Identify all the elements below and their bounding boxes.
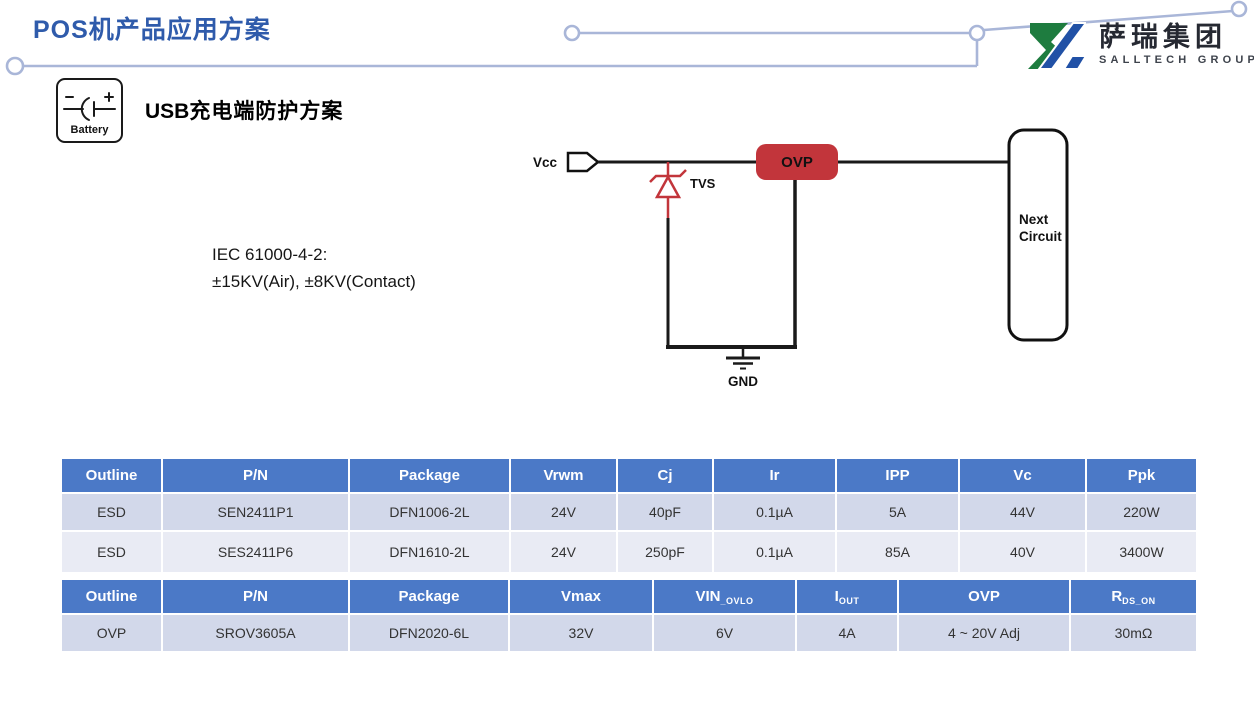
header-cell: Outline — [60, 457, 163, 494]
battery-label: Battery — [70, 124, 109, 136]
header-cell: VIN_OVLO — [652, 578, 797, 615]
cell: SES2411P6 — [161, 530, 350, 574]
cell: SEN2411P1 — [161, 492, 350, 532]
header-cell: Ir — [712, 457, 837, 494]
vcc-label: Vcc — [533, 155, 558, 170]
heading-prefix: USB — [145, 100, 190, 123]
ovp-part-table: Outline P/N Package Vmax VIN_OVLO IOUT O… — [60, 578, 1198, 653]
cell: 4A — [795, 613, 899, 653]
section-heading: USB充电端防护方案 — [145, 95, 343, 125]
ovp-block — [756, 144, 838, 180]
ovp-label: OVP — [781, 154, 813, 171]
cell: 40pF — [616, 492, 714, 532]
cell: 5A — [835, 492, 960, 532]
next-circuit-block — [1007, 128, 1069, 342]
decor-line — [5, 0, 1248, 76]
cell: 85A — [835, 530, 960, 574]
header-cell: Cj — [616, 457, 714, 494]
cell: SROV3605A — [161, 613, 350, 653]
cell: 4 ~ 20V Adj — [897, 613, 1071, 653]
header-cell: Vmax — [508, 578, 654, 615]
cell: 24V — [509, 492, 618, 532]
header-cell: P/N — [161, 457, 350, 494]
header-cell: OVP — [897, 578, 1071, 615]
cell: 24V — [509, 530, 618, 574]
gnd-label: GND — [728, 374, 758, 389]
header-cell: IOUT — [795, 578, 899, 615]
heading-rest: 充电端防护方案 — [189, 99, 344, 123]
cell: DFN1610-2L — [348, 530, 511, 574]
table-header-row: Outline P/N Package Vrwm Cj Ir IPP Vc Pp… — [60, 457, 1198, 494]
header-cell: RDS_ON — [1069, 578, 1198, 615]
cell: 30mΩ — [1069, 613, 1198, 653]
tvs-label: TVS — [690, 176, 716, 191]
logo-name-cn: 萨瑞集团 — [1099, 22, 1227, 52]
header-cell: Package — [348, 457, 511, 494]
table-row: OVP SROV3605A DFN2020-6L 32V 6V 4A 4 ~ 2… — [60, 613, 1198, 653]
cell: ESD — [60, 492, 163, 532]
next-circuit-label-1: Next — [1019, 212, 1049, 227]
cell: 250pF — [616, 530, 714, 574]
cell: 220W — [1085, 492, 1198, 532]
header-cell: Outline — [60, 578, 163, 615]
cell: ESD — [60, 530, 163, 574]
header-cell: IPP — [835, 457, 960, 494]
header-cell: P/N — [161, 578, 350, 615]
table-row: ESD SES2411P6 DFN1610-2L 24V 250pF 0.1µA… — [60, 530, 1198, 574]
iec-note: IEC 61000-4-2: ±15KV(Air), ±8KV(Contact) — [212, 241, 416, 295]
logo-name-en: SALLTECH GROUP — [1099, 54, 1254, 66]
header-cell: Vc — [958, 457, 1087, 494]
tvs-diode-icon — [649, 162, 687, 347]
vcc-connector-icon — [566, 151, 600, 173]
battery-symbol-icon — [63, 92, 116, 121]
cell: 32V — [508, 613, 654, 653]
circuit-schematic: Vcc TVS OVP GND Next Circuit — [533, 128, 1069, 389]
header-cell: Vrwm — [509, 457, 618, 494]
cell: OVP — [60, 613, 163, 653]
salltech-logo-icon — [1028, 22, 1086, 70]
esd-parts-table: Outline P/N Package Vrwm Cj Ir IPP Vc Pp… — [60, 457, 1198, 574]
battery-icon: Battery — [56, 78, 123, 143]
company-logo: 萨瑞集团 SALLTECH GROUP — [1020, 22, 1254, 70]
cell: 0.1µA — [712, 492, 837, 532]
cell: DFN1006-2L — [348, 492, 511, 532]
cell: DFN2020-6L — [348, 613, 510, 653]
cell: 3400W — [1085, 530, 1198, 574]
table-header-row: Outline P/N Package Vmax VIN_OVLO IOUT O… — [60, 578, 1198, 615]
iec-line1: IEC 61000-4-2: — [212, 245, 328, 264]
gnd-icon — [726, 347, 760, 370]
next-circuit-label-2: Circuit — [1019, 229, 1062, 244]
cell: 44V — [958, 492, 1087, 532]
cell: 0.1µA — [712, 530, 837, 574]
table-row: ESD SEN2411P1 DFN1006-2L 24V 40pF 0.1µA … — [60, 492, 1198, 532]
iec-line2: ±15KV(Air), ±8KV(Contact) — [212, 272, 416, 291]
cell: 40V — [958, 530, 1087, 574]
header-cell: Ppk — [1085, 457, 1198, 494]
cell: 6V — [652, 613, 797, 653]
header-cell: Package — [348, 578, 510, 615]
page-title: POS机产品应用方案 — [33, 16, 271, 44]
